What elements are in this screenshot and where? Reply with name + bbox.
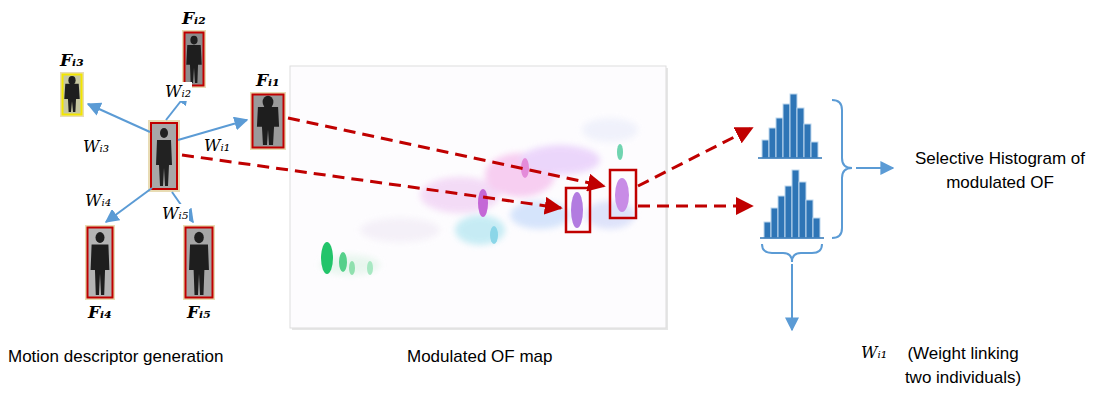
person-thumbnail: Fᵢ₄ [85,225,115,300]
person-thumbnail: Fᵢ₃ [60,72,84,117]
feature-label: Fᵢ₂ [182,8,206,28]
weight-label: Wᵢ₃ [82,137,110,156]
weight-label: Wᵢ₄ [84,191,112,210]
person-image [60,72,84,117]
brackets [762,100,893,330]
feature-label: Fᵢ₃ [60,50,84,70]
caption: Motion descriptor generation [8,346,223,367]
histogram-axis [758,157,822,159]
feature-label: Fᵢ₅ [187,302,211,322]
note: (Weight linking two individuals) [893,342,1033,390]
weight-label: Wᵢ₁ [860,343,888,362]
person-thumbnail: Fᵢ₁ [250,92,286,150]
centre-person [148,120,180,192]
person-image [183,225,215,300]
person-image [182,30,206,88]
weight-label: Wᵢ₁ [203,136,231,155]
feature-label: Fᵢ₄ [88,302,112,322]
caption: Selective Histogram of modulated OF [910,147,1090,195]
weight-label: Wᵢ₅ [161,204,189,223]
person-thumbnail: Fᵢ₅ [183,225,215,300]
feature-label: Fᵢ₁ [256,70,280,90]
person-thumbnail: Fᵢ₂ [182,30,206,88]
histograms [762,94,820,238]
of-map [290,66,668,330]
caption: Modulated OF map [407,346,553,367]
person-image [85,225,115,300]
person-image [250,92,286,150]
weight-label: Wᵢ₂ [164,82,192,101]
histogram-axis [760,237,824,239]
